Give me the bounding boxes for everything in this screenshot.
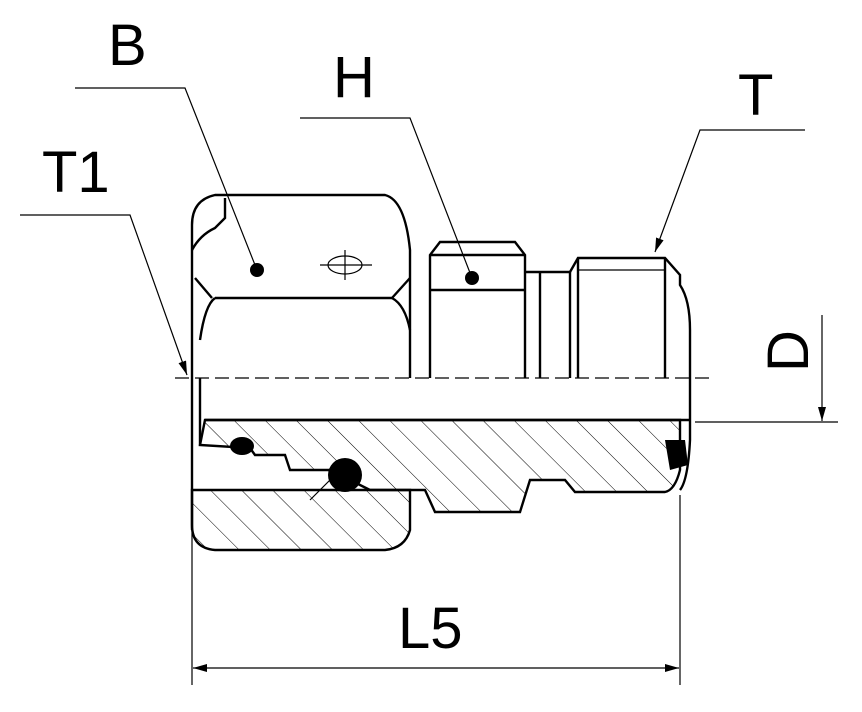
thread-body	[525, 256, 692, 378]
label-t1: T1	[42, 140, 110, 205]
label-t: T	[738, 63, 773, 128]
nut-body	[190, 193, 412, 378]
t1-leader	[20, 214, 188, 376]
hex-body	[428, 240, 527, 378]
label-h: H	[333, 45, 375, 110]
h-leader	[300, 117, 473, 279]
o-ring	[230, 437, 254, 455]
b-leader	[75, 87, 258, 271]
label-l5: L5	[398, 596, 463, 661]
label-d: D	[756, 330, 821, 372]
seal-ring	[328, 458, 362, 492]
t-leader	[654, 129, 805, 253]
label-b: B	[108, 13, 147, 78]
section-view	[190, 378, 692, 552]
